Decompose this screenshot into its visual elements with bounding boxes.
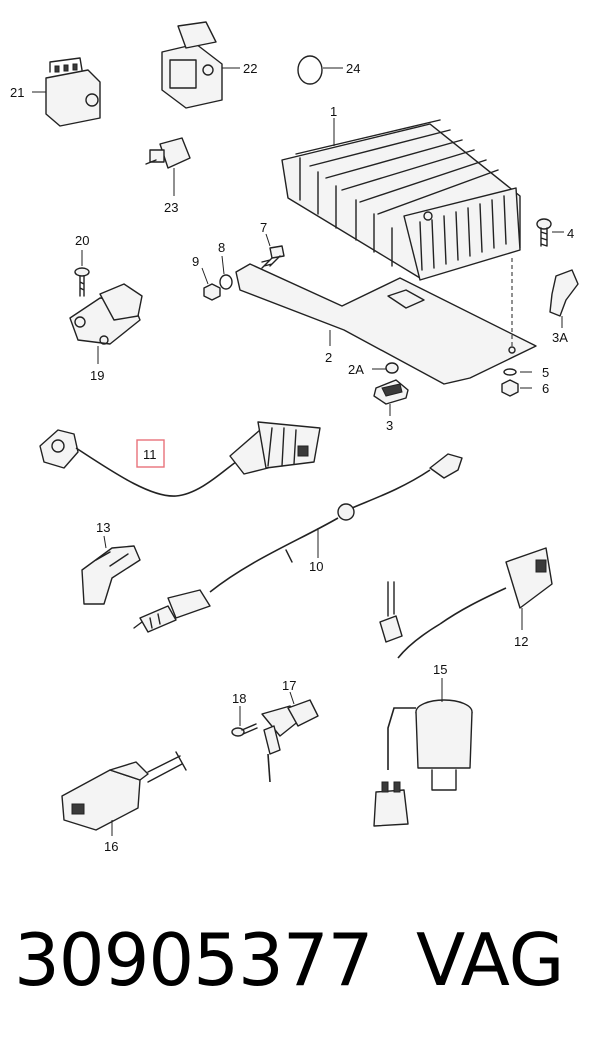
callout-7: 7 <box>260 220 267 235</box>
part-11-sensor-harness <box>39 421 321 497</box>
callout-2a: 2A <box>348 362 364 377</box>
part-22-sensor <box>161 21 240 109</box>
part-2a-grommet-pin <box>372 362 399 374</box>
callout-23: 23 <box>164 200 178 215</box>
part-18-screw <box>231 706 258 737</box>
part-24-o-ring <box>297 55 323 85</box>
brand-name: VAG <box>416 918 565 1002</box>
footer: 30905377 VAG <box>0 905 600 1015</box>
callout-5: 5 <box>542 365 549 380</box>
part-9-nut <box>203 283 221 301</box>
part-16-switch <box>61 751 187 836</box>
callout-18: 18 <box>232 691 246 706</box>
part-15-valve <box>373 678 473 827</box>
part-1-control-unit <box>281 118 521 281</box>
part-3-grommet <box>373 379 409 416</box>
callout-8: 8 <box>218 240 225 255</box>
callout-3a: 3A <box>552 330 568 345</box>
callout-16: 16 <box>104 839 118 854</box>
part-23-pressure-sensor <box>145 137 191 196</box>
callout-17: 17 <box>282 678 296 693</box>
callout-19: 19 <box>90 368 104 383</box>
parts-exploded-diagram: 21 22 24 23 1 4 3A <box>10 21 579 854</box>
callout-11-highlight-box <box>136 439 165 468</box>
callout-15: 15 <box>433 662 447 677</box>
callout-4: 4 <box>567 226 574 241</box>
callout-24: 24 <box>346 61 360 76</box>
part-20-screw <box>74 250 90 297</box>
part-8-washer <box>219 274 233 290</box>
part-3a-clip <box>549 269 579 328</box>
part-21-relay <box>32 57 101 127</box>
callout-20: 20 <box>75 233 89 248</box>
part-19-sensor <box>69 283 143 364</box>
part-6-nut <box>501 379 532 397</box>
callout-21: 21 <box>10 85 24 100</box>
part-2-bracket <box>235 258 537 385</box>
part-13-bracket-clip <box>81 535 141 605</box>
callout-22: 22 <box>243 61 257 76</box>
callout-3: 3 <box>386 418 393 433</box>
part-5-washer <box>503 368 532 376</box>
callout-1: 1 <box>330 104 337 119</box>
callout-6: 6 <box>542 381 549 396</box>
callout-2: 2 <box>325 350 332 365</box>
callout-10: 10 <box>309 559 323 574</box>
part-4-bolt <box>536 218 564 247</box>
callout-12: 12 <box>514 634 528 649</box>
part-10-lambda-probe <box>133 453 463 633</box>
callout-13: 13 <box>96 520 110 535</box>
part-12-temperature-sender <box>379 547 553 659</box>
part-17-speed-sensor <box>261 691 319 783</box>
callout-9: 9 <box>192 254 199 269</box>
part-number: 30905377 <box>14 918 373 1002</box>
callout-11: 11 <box>143 447 157 462</box>
part-7-screw <box>261 233 285 269</box>
